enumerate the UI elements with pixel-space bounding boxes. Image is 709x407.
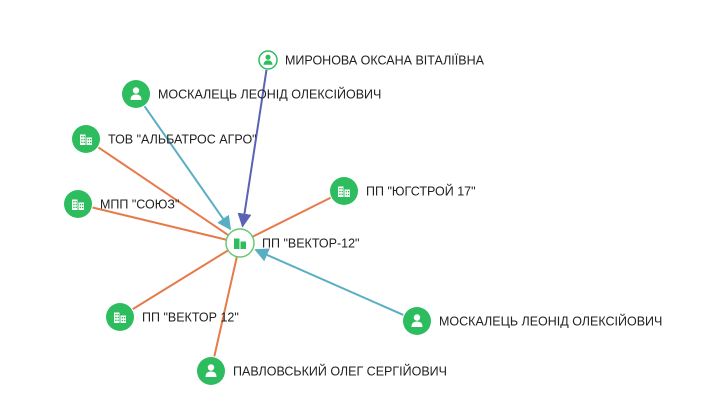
building-icon xyxy=(114,312,126,323)
node-circle[interactable] xyxy=(225,228,255,258)
node-circle[interactable] xyxy=(106,303,134,331)
node-label: МИРОНОВА ОКСАНА ВІТАЛІЇВНА xyxy=(285,54,485,68)
node-label: ПП "ВЕКТОР 12" xyxy=(142,311,239,325)
nodes-layer: МИРОНОВА ОКСАНА ВІТАЛІЇВНА МОСКАЛЕЦЬ ЛЕОН… xyxy=(64,50,662,385)
edge-founder-6[interactable] xyxy=(132,249,229,310)
person-icon xyxy=(263,54,273,65)
edge-founder-5[interactable] xyxy=(252,196,332,238)
graph-node-vektor12[interactable]: ПП "ВЕКТОР 12" xyxy=(106,303,239,331)
edge-founder-4[interactable] xyxy=(92,206,227,241)
node-label: МОСКАЛЕЦЬ ЛЕОНІД ОЛЕКСІЙОВИЧ xyxy=(439,314,662,329)
edges-layer xyxy=(92,69,404,357)
edge-founder-3[interactable] xyxy=(97,146,229,236)
graph-node-moskalets-1[interactable]: МОСКАЛЕЦЬ ЛЕОНІД ОЛЕКСІЙОВИЧ xyxy=(122,80,381,108)
person-icon xyxy=(411,314,423,327)
node-circle[interactable] xyxy=(403,307,431,335)
node-label: МПП "СОЮЗ" xyxy=(100,198,179,212)
graph-node-myronova[interactable]: МИРОНОВА ОКСАНА ВІТАЛІЇВНА xyxy=(258,50,485,70)
graph-node-soyuz[interactable]: МПП "СОЮЗ" xyxy=(64,190,179,218)
graph-node-pavlovskyi[interactable]: ПАВЛОВСЬКИЙ ОЛЕГ СЕРГІЙОВИЧ xyxy=(197,357,447,385)
node-label: ПП "ВЕКТОР-12" xyxy=(262,237,359,251)
building-icon xyxy=(234,238,246,249)
node-circle[interactable] xyxy=(122,80,150,108)
edge-owner-1[interactable] xyxy=(143,105,232,231)
building-icon xyxy=(72,199,84,210)
person-icon xyxy=(130,87,142,100)
person-icon xyxy=(205,364,217,377)
node-circle[interactable] xyxy=(197,357,225,385)
graph-node-moskalets-2[interactable]: МОСКАЛЕЦЬ ЛЕОНІД ОЛЕКСІЙОВИЧ xyxy=(403,307,662,335)
building-icon xyxy=(338,186,350,197)
node-circle[interactable] xyxy=(72,125,100,153)
node-circle[interactable] xyxy=(64,190,92,218)
edge-founder-7[interactable] xyxy=(213,256,238,357)
graph-node-albatros[interactable]: ТОВ "АЛЬБАТРОС АГРО" xyxy=(72,125,257,153)
node-label: ПП "ЮГСТРОЙ 17" xyxy=(366,184,476,199)
node-label: МОСКАЛЕЦЬ ЛЕОНІД ОЛЕКСІЙОВИЧ xyxy=(158,87,381,102)
node-label: ПАВЛОВСЬКИЙ ОЛЕГ СЕРГІЙОВИЧ xyxy=(233,364,447,379)
building-icon xyxy=(80,134,92,145)
node-circle[interactable] xyxy=(330,177,358,205)
graph-node-vektor-center[interactable]: ПП "ВЕКТОР-12" xyxy=(225,228,359,258)
node-label: ТОВ "АЛЬБАТРОС АГРО" xyxy=(108,133,257,147)
edge-owner-2[interactable] xyxy=(254,248,404,316)
node-circle[interactable] xyxy=(258,50,278,70)
edge-director-0[interactable] xyxy=(237,69,268,228)
graph-node-yugstroy[interactable]: ПП "ЮГСТРОЙ 17" xyxy=(330,177,476,205)
